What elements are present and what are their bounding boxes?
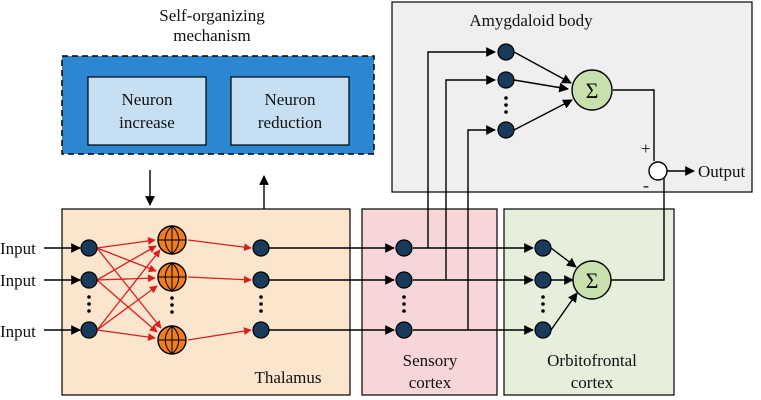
neuron-reduction-box xyxy=(230,76,350,146)
input-label-1: Input xyxy=(0,239,36,258)
orbito-to-sum-3 xyxy=(550,292,578,331)
minus-sign: - xyxy=(643,175,649,195)
input-label-3: Input xyxy=(0,322,36,341)
neuron-nodes xyxy=(80,43,552,339)
tap-to-amygdala-2 xyxy=(445,75,496,280)
neuron-reduction-line2: reduction xyxy=(258,113,323,132)
amyg-sum-to-output xyxy=(613,89,655,161)
neuron-increase-line2: increase xyxy=(119,113,175,132)
amygdaloid-box xyxy=(391,1,753,193)
title-line1: Self-organizing xyxy=(159,6,265,25)
sensory-cortex-box xyxy=(361,208,498,396)
amygdaloid-label: Amygdaloid body xyxy=(469,11,593,30)
hidden-neurons xyxy=(157,225,187,355)
amyg-to-sum-3 xyxy=(513,99,573,131)
neuron-reduction-line1: Neuron xyxy=(265,90,316,109)
input-label-2: Input xyxy=(0,271,36,290)
orbitofrontal-line2: cortex xyxy=(571,373,614,392)
neuron-increase-line1: Neuron xyxy=(122,90,173,109)
plus-sign: + xyxy=(641,139,651,158)
orbitofrontal-sum-node xyxy=(572,260,612,300)
orbitofrontal-sum-symbol: Σ xyxy=(586,268,599,293)
thalamus-box xyxy=(61,208,351,396)
neuron-increase-box xyxy=(87,76,207,146)
amyg-to-sum-2 xyxy=(513,79,569,93)
output-label: Output xyxy=(698,162,746,181)
red-connections-in xyxy=(96,237,162,341)
tap-to-amygdala-3 xyxy=(467,125,496,330)
orbitofrontal-cortex-box xyxy=(503,208,675,396)
output-junction xyxy=(648,161,668,181)
amygdala-sum-node xyxy=(571,69,613,111)
amygdala-sum-symbol: Σ xyxy=(586,78,599,103)
tap-to-amygdala-1 xyxy=(427,47,496,248)
ellipsis-dots xyxy=(87,96,545,314)
sensory-cortex-line1: Sensory xyxy=(403,351,458,370)
red-connections-out xyxy=(187,239,252,341)
orbito-to-sum-1 xyxy=(550,247,577,268)
orbitofrontal-line1: Orbitofrontal xyxy=(547,351,637,370)
amyg-to-sum-1 xyxy=(513,51,572,84)
thalamus-label: Thalamus xyxy=(254,368,321,387)
title-line2: mechanism xyxy=(173,26,250,45)
orbito-sum-to-output xyxy=(611,178,665,281)
sensory-cortex-line2: cortex xyxy=(409,373,452,392)
